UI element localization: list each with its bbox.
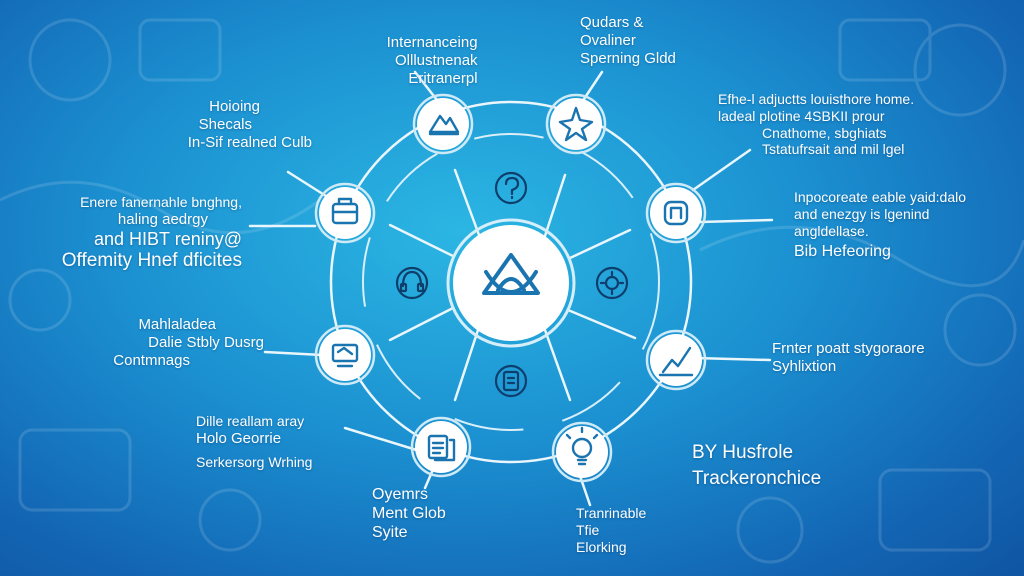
- label-line: and HIBT reniny@: [93, 228, 242, 249]
- label-line: angldellase.: [794, 222, 869, 239]
- label-line: Frnter poatt stygoraore: [772, 340, 925, 357]
- label-line: Cnathome, sbghiats: [762, 124, 887, 141]
- label-right-upper: Efhe-l adjuctts louisthore home. ladeal …: [718, 91, 914, 158]
- label-line: Syite: [372, 524, 408, 542]
- label-left-middle: Enere fanernahle bnghng, haling aedrgy a…: [32, 194, 242, 273]
- node-chip[interactable]: [645, 182, 707, 244]
- node-document[interactable]: [410, 416, 472, 478]
- node-lightbulb[interactable]: [551, 421, 613, 483]
- gear-icon: [595, 266, 629, 300]
- label-line: Syhlixtion: [772, 358, 837, 375]
- label-line: BY Husfrole: [692, 442, 794, 463]
- label-right-lower: Frnter poatt stygoraore Syhlixtion: [772, 340, 925, 376]
- label-line: Internanceing: [386, 34, 478, 51]
- node-starfish[interactable]: [545, 93, 607, 155]
- label-line: Inpocoreate eable yaid:dalo: [794, 189, 967, 205]
- question-icon: [494, 171, 528, 205]
- label-line: haling aedrgy: [117, 210, 208, 228]
- label-line: Qudars &: [580, 14, 644, 31]
- label-left-lower: Mahlaladea Dalie Stbly Dusrg Contmnags: [96, 316, 264, 370]
- clipboard-icon: [494, 364, 528, 398]
- label-line: Tfie: [576, 521, 600, 538]
- label-left-bottom: Dille reallam aray Holo Georrie Serkerso…: [196, 413, 312, 471]
- mountain-icon: [428, 114, 460, 136]
- label-bottom-left: Oyemrs Ment Glob Syite: [372, 485, 446, 543]
- label-top-left: Internanceing Olllustnenak Eritranerpl: [373, 34, 478, 88]
- node-mountain[interactable]: [412, 93, 474, 155]
- label-right-bottom: BY Husfrole Trackeronchice: [692, 442, 821, 491]
- node-trend[interactable]: [645, 329, 707, 391]
- label-line: Mahlaladea: [138, 316, 216, 333]
- trend-chart-icon: [658, 346, 694, 377]
- label-line: Tstatufrsait and mil lgel: [762, 141, 905, 158]
- label-line: Shecals: [198, 116, 252, 133]
- headset-icon: [395, 266, 429, 300]
- inner-ring: [362, 133, 660, 431]
- document-stack-icon: [427, 434, 456, 462]
- label-line: Holo Georrie: [196, 429, 282, 447]
- lightbulb-icon: [565, 426, 599, 466]
- label-line: and enezgy is lgenind: [794, 205, 930, 222]
- label-line: Hoioing: [209, 98, 260, 115]
- label-line: Efhe-l adjuctts louisthore home.: [718, 91, 915, 107]
- label-left-upper: Hoioing Shecals In-Sif realned Culb: [170, 98, 312, 152]
- node-monitor[interactable]: [314, 324, 376, 386]
- outer-ring: [329, 100, 693, 464]
- label-top-right: Qudars & Ovaliner Sperning Gldd: [580, 14, 676, 68]
- label-line: Ovaliner: [580, 32, 636, 49]
- label-line: Olllustnenak: [395, 52, 478, 69]
- label-right-middle: Inpocoreate eable yaid:dalo and enezgy i…: [794, 189, 966, 262]
- node-briefcase[interactable]: [314, 182, 376, 244]
- label-line: Ment Glob: [372, 505, 446, 523]
- label-line: Offemity Hnef dficites: [61, 250, 242, 272]
- label-line: Enere fanernahle bnghng,: [80, 194, 242, 210]
- label-line: In-Sif realned Culb: [187, 134, 312, 151]
- label-line: Oyemrs: [372, 486, 428, 503]
- chip-icon: [663, 200, 689, 226]
- center-node: [453, 225, 569, 341]
- label-line: Tranrinable: [576, 505, 647, 521]
- briefcase-icon: [331, 197, 359, 225]
- label-line: Elorking: [576, 538, 627, 555]
- label-line: Eritranerpl: [408, 70, 478, 87]
- star-logo-icon: [482, 253, 540, 295]
- label-line: Bib Hefeoring: [794, 243, 891, 261]
- label-line: Dille reallam aray: [196, 413, 305, 429]
- label-line: Trackeronchice: [692, 467, 822, 489]
- label-line: Sperning Gldd: [580, 50, 676, 67]
- starfish-icon: [558, 106, 594, 142]
- label-line: ladeal plotine 4SBKII prour: [718, 107, 885, 124]
- label-line: Serkersorg Wrhing: [196, 453, 313, 470]
- monitor-icon: [331, 343, 359, 368]
- spokes: [388, 168, 637, 402]
- label-line: Dalie Stbly Dusrg: [148, 334, 264, 351]
- label-bottom-right: Tranrinable Tfie Elorking: [576, 505, 646, 555]
- label-line: Contmnags: [113, 352, 190, 369]
